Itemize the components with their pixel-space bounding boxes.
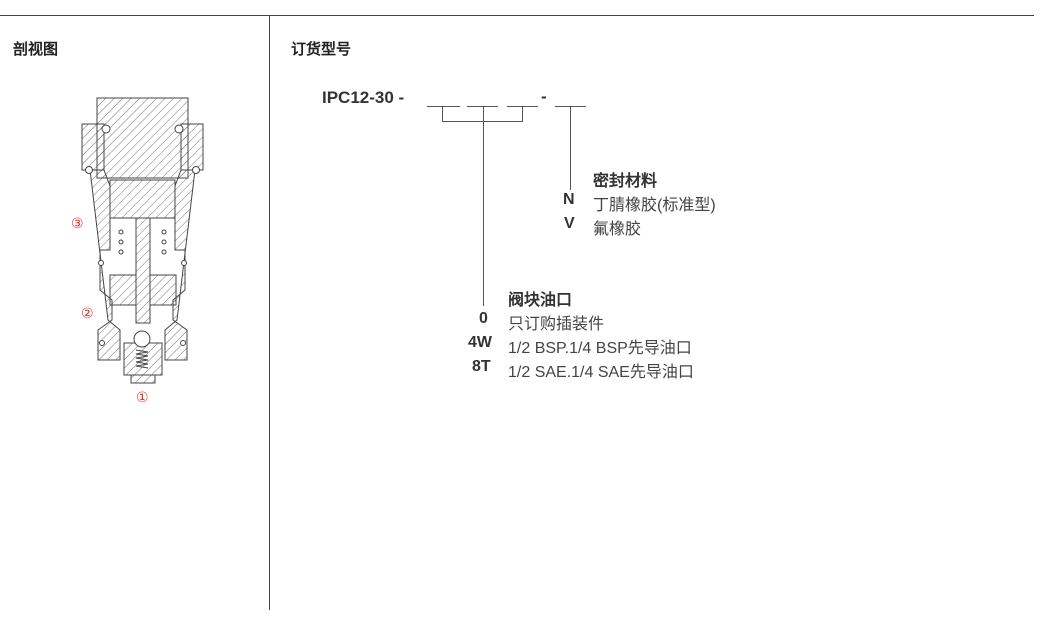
port-code-8t: 8T bbox=[472, 358, 491, 375]
seal-title: 密封材料 bbox=[593, 173, 658, 190]
port-code-4w: 4W bbox=[468, 334, 492, 351]
cross-section-drawing bbox=[81, 97, 204, 384]
top-divider bbox=[0, 15, 1034, 16]
blank-1 bbox=[427, 106, 460, 107]
section-title-ordering-code: 订货型号 bbox=[291, 41, 352, 58]
seal-code-v: V bbox=[564, 215, 575, 232]
port-label-8t: 1/2 SAE.1/4 SAE先导油口 bbox=[508, 364, 694, 381]
callout-1: ① bbox=[136, 389, 149, 405]
seal-label-v: 氟橡胶 bbox=[593, 221, 642, 238]
column-divider bbox=[269, 15, 270, 610]
bracket-right bbox=[522, 106, 523, 121]
port-leader-line bbox=[483, 106, 484, 306]
callout-3: ③ bbox=[71, 215, 84, 231]
seal-code-n: N bbox=[563, 191, 575, 208]
port-code-0: 0 bbox=[479, 310, 488, 327]
bracket-bottom bbox=[442, 121, 523, 122]
callout-2: ② bbox=[81, 305, 94, 321]
blank-2 bbox=[467, 106, 498, 107]
port-label-0: 只订购插装件 bbox=[508, 316, 605, 333]
bracket-left bbox=[442, 106, 443, 121]
seal-leader-line bbox=[570, 106, 571, 190]
section-title-cross-section: 剖视图 bbox=[13, 41, 59, 58]
port-title: 阀块油口 bbox=[508, 292, 573, 309]
port-label-4w: 1/2 BSP.1/4 BSP先导油口 bbox=[508, 340, 692, 357]
seal-label-n: 丁腈橡胶(标准型) bbox=[593, 197, 716, 214]
model-code: IPC12-30 - bbox=[322, 88, 405, 107]
model-separator: - bbox=[541, 87, 547, 106]
